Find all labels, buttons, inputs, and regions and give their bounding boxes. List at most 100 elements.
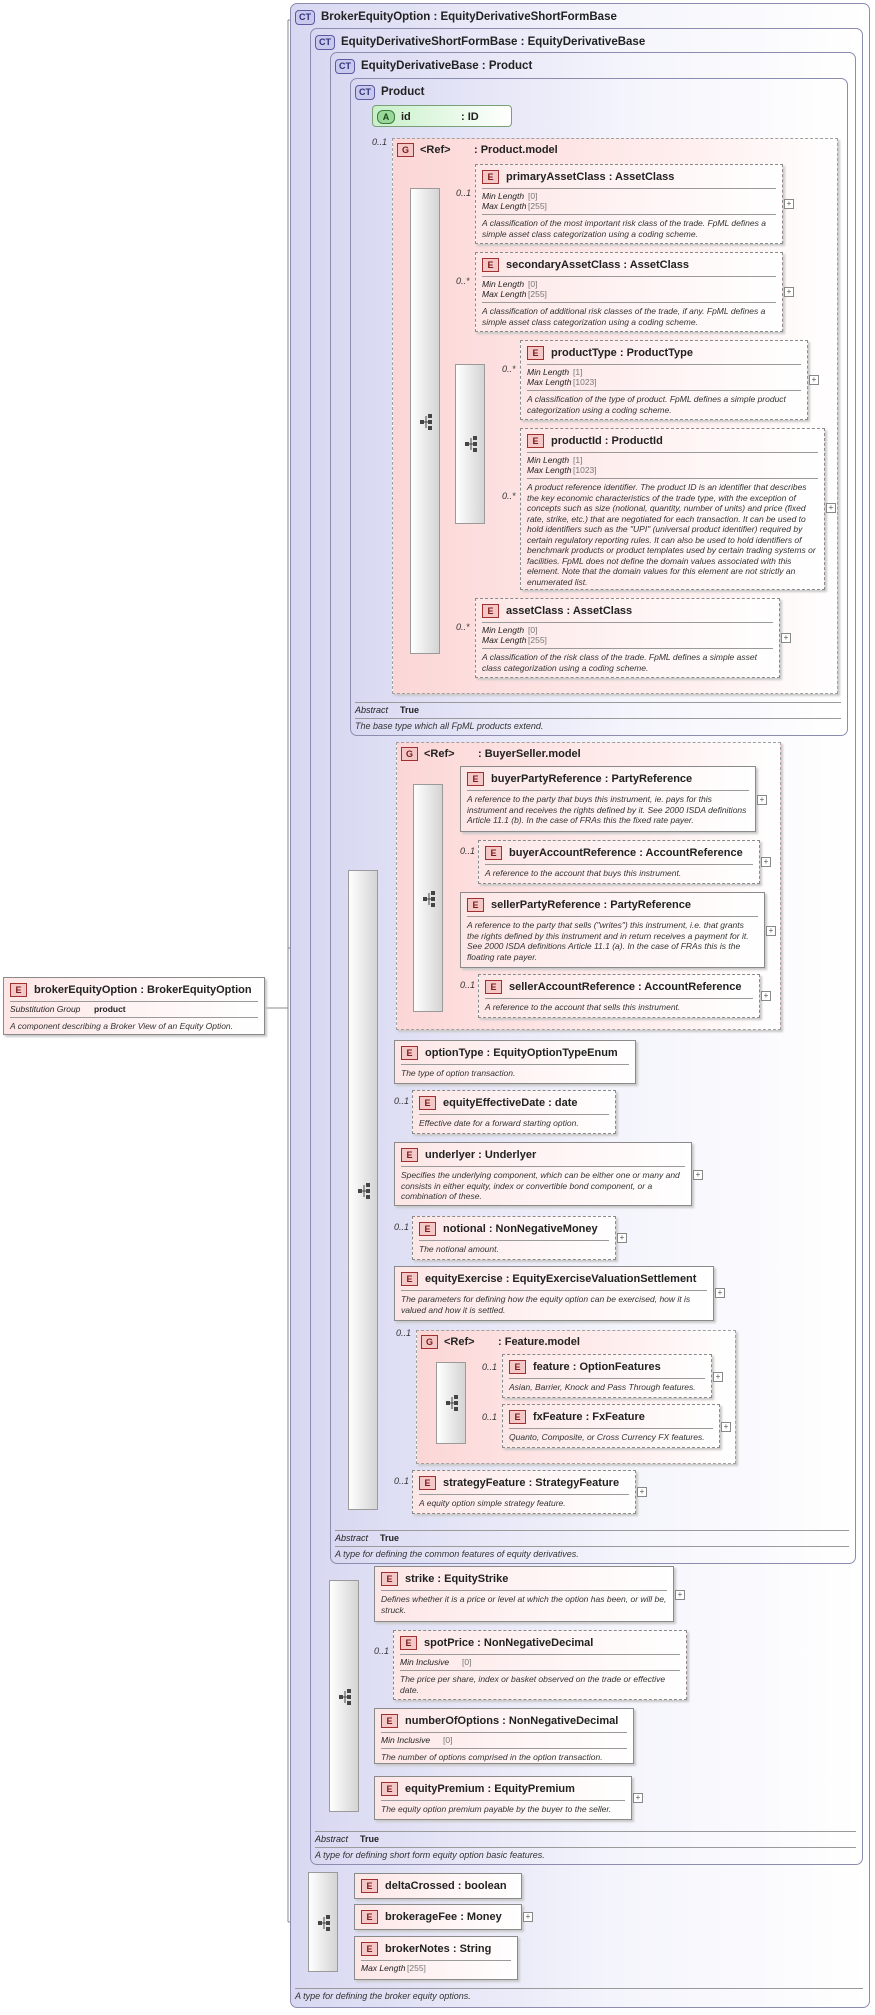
- facet-label: Max Length: [527, 465, 572, 475]
- element-description: A reference to the account that sells th…: [485, 1002, 681, 1012]
- abstract-label: Abstract: [335, 1533, 369, 1543]
- cardinality: 0..*: [456, 276, 470, 286]
- expand-icon[interactable]: +: [826, 503, 836, 513]
- sequence-compositor[interactable]: [348, 870, 378, 1510]
- facet-value: [1023]: [573, 465, 597, 475]
- element-name: primaryAssetClass : AssetClass: [506, 171, 675, 183]
- expand-icon[interactable]: +: [757, 795, 767, 805]
- expand-icon[interactable]: +: [617, 1233, 627, 1243]
- expand-icon[interactable]: +: [675, 1590, 685, 1600]
- element-name: brokerNotes : String: [385, 1943, 492, 1955]
- abstract-label: Abstract: [355, 705, 389, 715]
- abstract-value: True: [360, 1834, 380, 1844]
- facet-label: Min Length: [527, 455, 570, 465]
- expand-icon[interactable]: +: [761, 991, 771, 1001]
- complex-type-icon: CT: [315, 34, 335, 50]
- element-name: feature : OptionFeatures: [533, 1361, 661, 1373]
- facet-value: [1023]: [573, 377, 597, 387]
- expand-icon[interactable]: +: [637, 1487, 647, 1497]
- cardinality: 0..1: [394, 1222, 410, 1232]
- element-description: Effective date for a forward starting op…: [419, 1118, 579, 1128]
- element-name: strike : EquityStrike: [405, 1573, 509, 1585]
- element-icon: E: [10, 983, 27, 997]
- expand-icon[interactable]: +: [784, 199, 794, 209]
- cardinality: 0..1: [394, 1476, 410, 1486]
- element-description: The number of options comprised in the o…: [381, 1752, 603, 1762]
- complex-type-description: A type for defining the common features …: [335, 1546, 849, 1559]
- substitution-group-label: Substitution Group: [10, 1004, 81, 1014]
- facet-value: [255]: [528, 635, 547, 645]
- expand-icon[interactable]: +: [633, 1793, 643, 1803]
- cardinality: 0..1: [482, 1362, 498, 1372]
- element-name: equityEffectiveDate : date: [443, 1097, 578, 1109]
- cardinality: 0..1: [460, 980, 476, 990]
- expand-icon[interactable]: +: [761, 857, 771, 867]
- complex-type-description: The base type which all FpML products ex…: [355, 718, 841, 731]
- expand-icon[interactable]: +: [693, 1170, 703, 1180]
- facet-value: [1]: [573, 367, 583, 377]
- expand-icon[interactable]: +: [784, 287, 794, 297]
- facet-label: Max Length: [482, 201, 527, 211]
- element-name: buyerAccountReference : AccountReference: [509, 847, 743, 859]
- sequence-compositor[interactable]: [413, 784, 443, 1012]
- choice-compositor[interactable]: [455, 364, 485, 524]
- element-description: A reference to the party that buys this …: [467, 794, 747, 825]
- element-description: A equity option simple strategy feature.: [419, 1498, 566, 1508]
- element-description: The price per share, index or basket obs…: [400, 1674, 666, 1695]
- facet-value: [255]: [528, 201, 547, 211]
- complex-type-title: BrokerEquityOption : EquityDerivativeSho…: [321, 11, 617, 23]
- element-name: sellerAccountReference : AccountReferenc…: [509, 981, 742, 993]
- attribute-icon: A: [377, 110, 395, 124]
- facet-value: [0]: [528, 279, 538, 289]
- element-description: Asian, Barrier, Knock and Pass Through f…: [509, 1382, 696, 1392]
- facet-value: [0]: [462, 1657, 472, 1667]
- cardinality: 0..1: [482, 1412, 498, 1422]
- complex-type-icon: CT: [335, 58, 355, 74]
- element-icon: E: [527, 434, 544, 448]
- expand-icon[interactable]: +: [523, 1912, 533, 1922]
- expand-icon[interactable]: +: [809, 375, 819, 385]
- choice-compositor[interactable]: [436, 1362, 466, 1444]
- expand-icon[interactable]: +: [721, 1422, 731, 1432]
- expand-icon[interactable]: +: [715, 1288, 725, 1298]
- element-name: equityExercise : EquityExerciseValuation…: [425, 1273, 697, 1285]
- element-icon: E: [509, 1360, 526, 1374]
- element-description: The equity option premium payable by the…: [381, 1804, 612, 1814]
- substitution-group-value: product: [94, 1004, 126, 1014]
- element-name: assetClass : AssetClass: [506, 605, 633, 617]
- expand-icon[interactable]: +: [781, 633, 791, 643]
- complex-type-description: A type for defining short form equity op…: [315, 1847, 856, 1860]
- expand-icon[interactable]: +: [766, 926, 776, 936]
- group-name: : Feature.model: [498, 1336, 580, 1348]
- sequence-compositor[interactable]: [308, 1872, 338, 1972]
- expand-icon[interactable]: +: [713, 1372, 723, 1382]
- sequence-compositor[interactable]: [410, 188, 440, 654]
- sequence-compositor[interactable]: [329, 1580, 359, 1812]
